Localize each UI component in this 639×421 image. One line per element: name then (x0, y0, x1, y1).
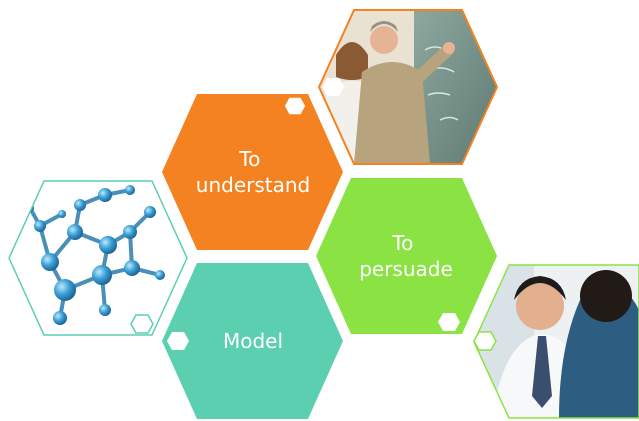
hexagon-label: To understand (196, 147, 310, 197)
hexagon-label: To persuade (359, 231, 453, 281)
hexagon-to-understand: To understand (162, 94, 343, 250)
small-hexagon-icon (438, 313, 460, 331)
small-hexagon-icon (130, 314, 154, 334)
image-tile-teachers (317, 9, 499, 165)
hexagon-to-persuade: To persuade (316, 178, 497, 334)
image-tile-scientist (473, 264, 639, 419)
small-hexagon-icon (167, 332, 189, 350)
image-tile-molecule (8, 180, 188, 336)
small-hexagon-icon (473, 331, 497, 351)
hexagon-model: Model (162, 263, 343, 419)
small-hexagon-icon (322, 78, 344, 96)
hexagon-label: Model (223, 329, 283, 353)
small-hexagon-icon (283, 96, 307, 116)
